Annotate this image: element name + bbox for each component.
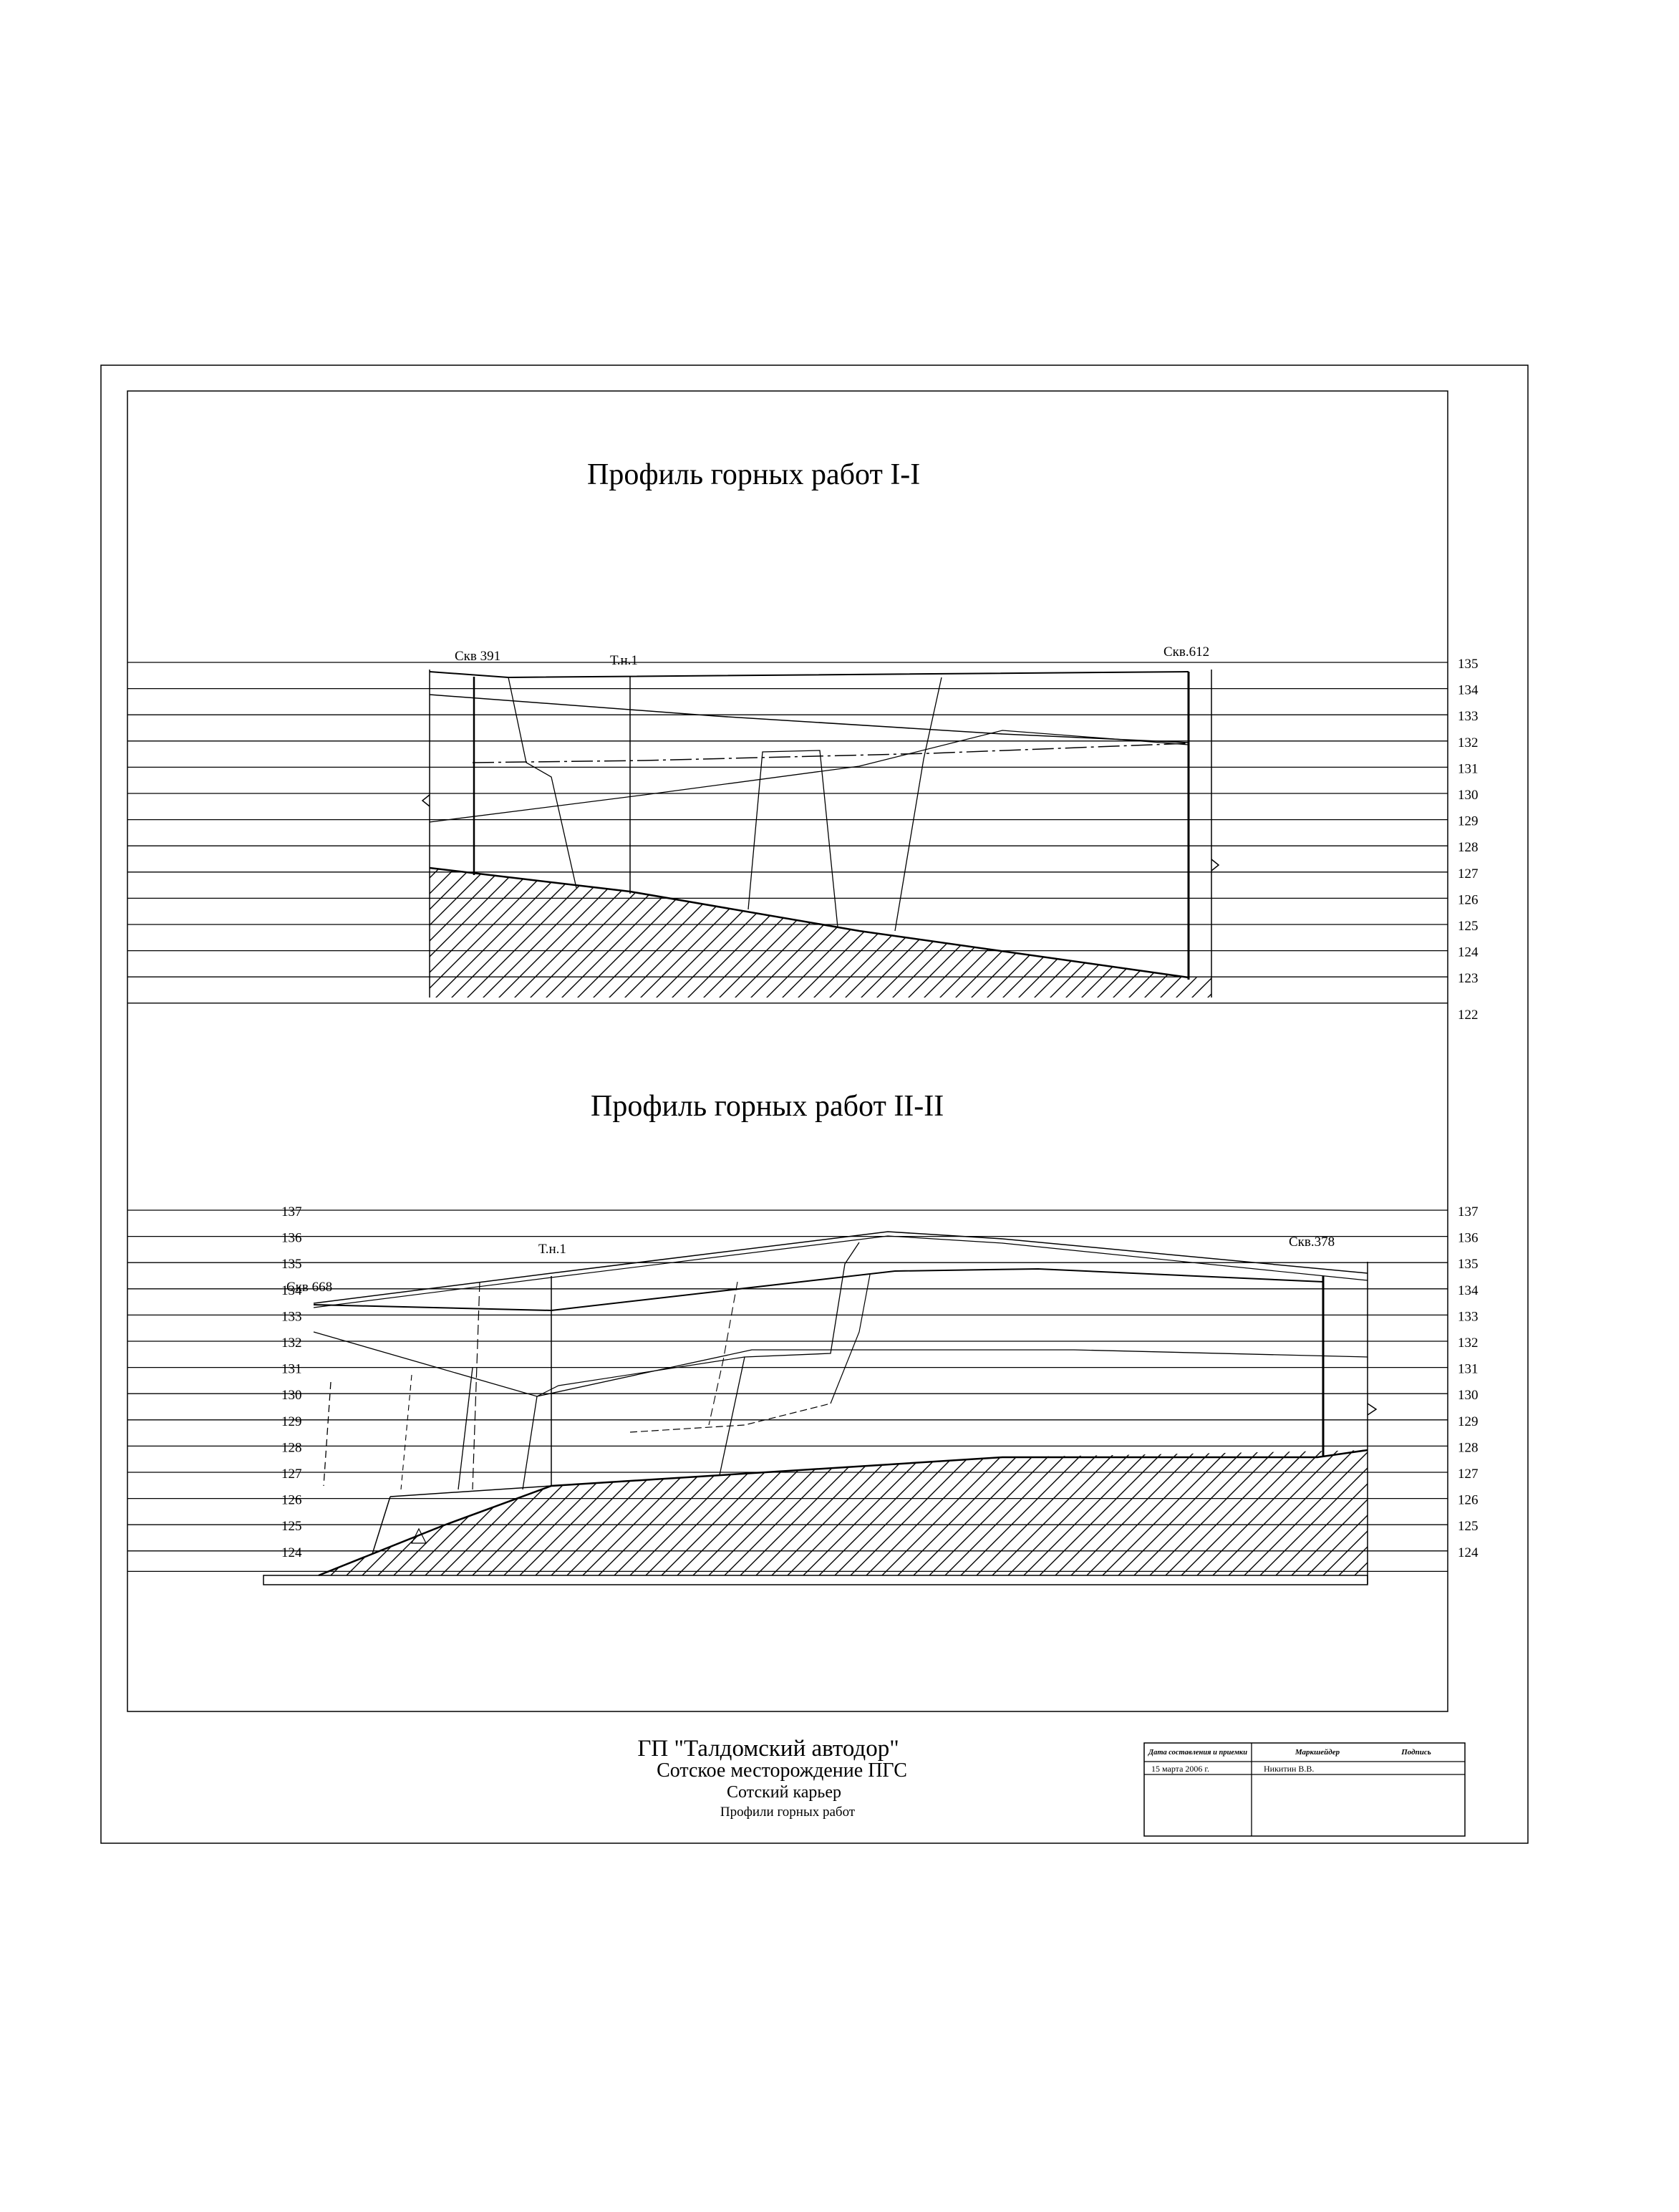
profile-1-level-labels: 135 134 133 132 131 130 129 128 127 126 125 124 123 1…	[1458, 657, 1479, 1023]
profile-2-level-label-left: 132	[281, 1336, 302, 1351]
profile-1-level-label: 127	[1458, 866, 1479, 882]
profile-2-level-label-right: 128	[1458, 1440, 1479, 1455]
profile-2-level-label-left: 135	[281, 1257, 302, 1272]
deposit-name: Сотское месторождение ПГС	[657, 1759, 907, 1782]
profile-1-level-label: 126	[1458, 892, 1479, 907]
profile-2-level-label-left: 127	[281, 1467, 302, 1482]
profile-1-mid-label: Т.н.1	[610, 653, 638, 668]
title-block: ГП "Талдомский автодор" Сотское месторож…	[637, 1736, 907, 1820]
profile-2-level-labels-right: 137 136 135 134 133 132 131 130 129 128 127 126 125 1…	[1458, 1204, 1479, 1560]
profile-1-level-label: 129	[1458, 814, 1479, 829]
profile-2-level-label-left: 134	[281, 1283, 302, 1298]
profile-1: Профиль горных работ I-I 135 134 133 132 131…	[127, 458, 1479, 1023]
profile-1-level-label: 131	[1458, 761, 1479, 776]
profile-1-level-label: 130	[1458, 788, 1479, 803]
profile-2-level-label-right: 127	[1458, 1467, 1479, 1482]
profile-2-level-label-left: 125	[281, 1519, 302, 1534]
profile-1-level-label: 125	[1458, 919, 1479, 934]
profile-1-level-label: 124	[1458, 945, 1479, 960]
profile-2-level-label-right: 129	[1458, 1414, 1479, 1429]
profile-1-level-label: 123	[1458, 971, 1479, 986]
profile-1-left-label: Скв 391	[455, 649, 500, 664]
profile-1-level-label: 134	[1458, 683, 1479, 698]
profile-2-left-label: Скв 668	[286, 1280, 332, 1295]
profile-1-level-label: 122	[1458, 1008, 1479, 1023]
profile-2-level-label-left: 137	[281, 1204, 302, 1220]
profile-2-level-label-right: 131	[1458, 1362, 1479, 1377]
stamp-col2-header: Маркшейдер	[1295, 1748, 1340, 1757]
profile-2: Профиль горных работ II-II 1371361351341…	[127, 1090, 1479, 1585]
profile-2-level-label-left: 126	[281, 1493, 302, 1508]
outer-frame	[100, 364, 1529, 1844]
stamp-date: 15 марта 2006 г.	[1151, 1764, 1209, 1774]
profile-2-level-label-left: 131	[281, 1362, 302, 1377]
org-name: ГП "Талдомский автодор"	[637, 1736, 899, 1762]
profile-2-level-label-left: 124	[281, 1545, 302, 1560]
profile-1-right-label: Скв.612	[1163, 644, 1209, 660]
profile-1-level-label: 133	[1458, 709, 1479, 724]
profile-2-level-label-left: 130	[281, 1388, 302, 1403]
inner-frame	[127, 390, 1448, 1712]
profile-2-level-label-right: 134	[1458, 1283, 1479, 1298]
profile-2-level-label-right: 125	[1458, 1519, 1479, 1534]
profile-1-bedrock	[430, 868, 1211, 998]
profile-2-level-label-right: 137	[1458, 1204, 1479, 1220]
profile-2-right-label: Скв.378	[1289, 1235, 1335, 1250]
profile-2-level-label-right: 136	[1458, 1231, 1479, 1246]
profile-2-level-label-left: 128	[281, 1440, 302, 1455]
profile-2-level-label-left: 136	[281, 1231, 302, 1246]
profile-2-level-label-right: 124	[1458, 1545, 1479, 1560]
profile-2-level-label-right: 133	[1458, 1309, 1479, 1324]
signature-stamp: Дата составления и приемки Маркшейдер По…	[1143, 1742, 1466, 1837]
profile-1-level-lines	[127, 662, 1448, 1004]
profile-2-mid-label: Т.н.1	[538, 1242, 566, 1257]
quarry-name: Сотский карьер	[727, 1783, 841, 1802]
profile-2-level-label-right: 132	[1458, 1336, 1479, 1351]
stamp-surveyor: Никитин В.В.	[1264, 1764, 1314, 1774]
profile-2-level-labels-left: 137 136 135 134 133 132 131 130 129 128 127 126 125 1…	[281, 1204, 302, 1560]
profile-2-bedrock	[319, 1450, 1368, 1575]
profile-1-title: Профиль горных работ I-I	[587, 458, 920, 491]
profile-1-level-label: 128	[1458, 840, 1479, 855]
profile-1-level-label: 135	[1458, 657, 1479, 672]
profile-2-level-label-right: 135	[1458, 1257, 1479, 1272]
profile-1-level-label: 132	[1458, 735, 1479, 750]
profile-2-borehole-left	[323, 1381, 332, 1487]
document-name: Профили горных работ	[720, 1805, 856, 1820]
profile-2-level-label-left: 129	[281, 1414, 302, 1429]
profile-2-level-label-right: 130	[1458, 1388, 1479, 1403]
stamp-col1-header: Дата составления и приемки	[1148, 1748, 1247, 1757]
profile-2-level-label-right: 126	[1458, 1493, 1479, 1508]
profile-2-level-label-left: 133	[281, 1309, 302, 1324]
stamp-col3-header: Подпись	[1400, 1748, 1431, 1757]
profile-2-title: Профиль горных работ II-II	[591, 1090, 944, 1123]
